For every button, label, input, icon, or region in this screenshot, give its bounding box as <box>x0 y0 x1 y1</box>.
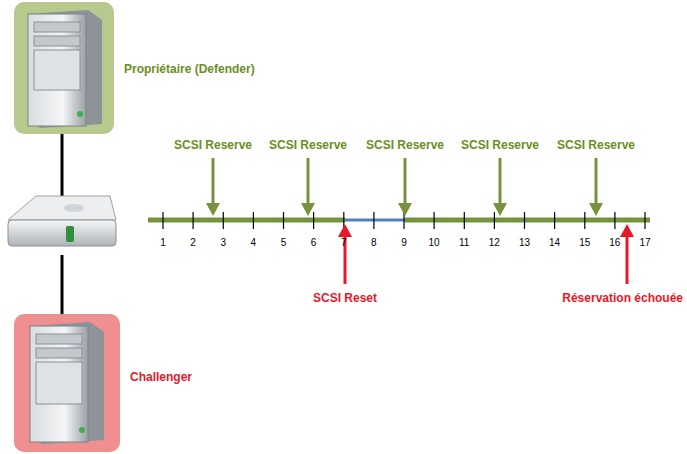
tick <box>223 212 224 229</box>
tick-number: 3 <box>220 237 226 248</box>
tick-number: 7 <box>341 237 347 248</box>
challenger-server <box>30 322 104 444</box>
owner-label: Propriétaire (Defender) <box>124 63 255 76</box>
alert-arrows <box>338 224 634 284</box>
tick <box>162 212 163 229</box>
ticks <box>163 212 645 229</box>
tick <box>283 212 284 229</box>
tick <box>554 212 555 229</box>
tick <box>524 212 525 229</box>
challenger-background <box>14 314 120 452</box>
reserve-label: SCSI Reserve <box>557 139 635 152</box>
tick-number: 11 <box>459 237 469 248</box>
tick-number: 5 <box>281 237 287 248</box>
tick <box>373 212 374 229</box>
timeline <box>148 218 345 223</box>
reserve-label: SCSI Reserve <box>174 139 252 152</box>
tick-number: 16 <box>609 237 620 248</box>
tick-number: 14 <box>549 237 560 248</box>
tick <box>584 212 585 229</box>
tick-number: 1 <box>160 237 166 248</box>
tick-number: 17 <box>639 237 650 248</box>
tick-number: 8 <box>371 237 377 248</box>
tick <box>434 212 435 229</box>
tick <box>644 212 645 229</box>
timeline <box>405 218 650 223</box>
tick-number: 10 <box>429 237 440 248</box>
tick <box>614 212 615 229</box>
tick <box>253 212 254 229</box>
tick <box>464 212 465 229</box>
reserve-label: SCSI Reserve <box>461 139 539 152</box>
reserve-arrows <box>206 158 603 216</box>
tick-number: 4 <box>251 237 257 248</box>
wire <box>61 130 64 200</box>
wire <box>61 255 64 318</box>
failure-label: Réservation échouée <box>562 292 683 305</box>
owner-server <box>28 10 102 128</box>
tick-number: 13 <box>519 237 530 248</box>
tick-number: 9 <box>401 237 407 248</box>
reserve-label: SCSI Reserve <box>269 139 347 152</box>
tick-number: 15 <box>579 237 590 248</box>
tick <box>313 212 314 229</box>
tick-number: 2 <box>190 237 196 248</box>
tick <box>193 212 194 229</box>
challenger-label: Challenger <box>130 371 192 384</box>
reset-label: SCSI Reset <box>313 292 377 305</box>
tick <box>494 212 495 229</box>
owner-background <box>14 2 114 134</box>
tick-number: 6 <box>311 237 317 248</box>
tick-number: 12 <box>489 237 500 248</box>
reserve-label: SCSI Reserve <box>366 139 444 152</box>
timeline-gap <box>345 219 405 222</box>
storage-device <box>8 196 116 246</box>
